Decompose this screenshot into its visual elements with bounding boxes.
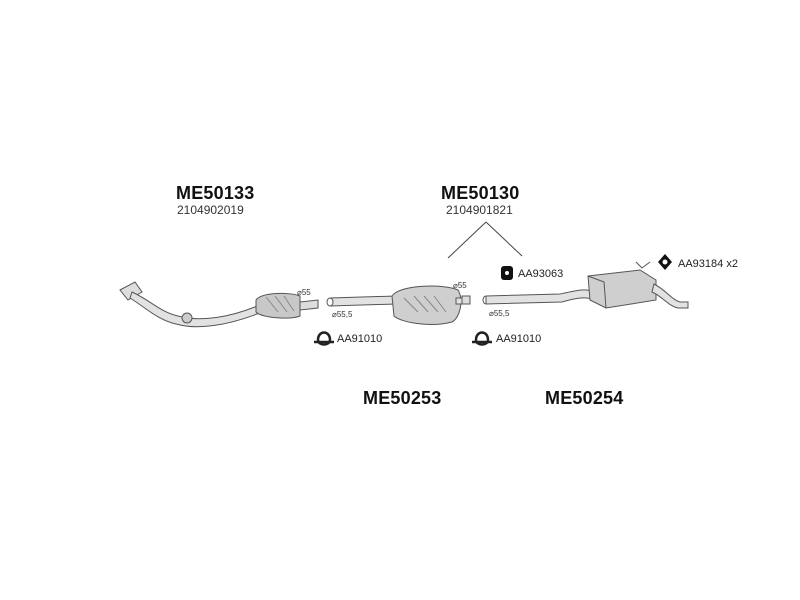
center-inlet-end — [326, 297, 334, 307]
rear-hanger-bracket — [635, 261, 651, 269]
front-pipe — [129, 291, 263, 328]
center-inlet-pipe — [329, 295, 397, 307]
front-flange — [119, 281, 143, 301]
clamp-icon-2 — [472, 331, 492, 346]
mount-rubber-icon — [501, 266, 513, 280]
rear-silencer-face — [587, 275, 607, 309]
oem-number-front: 2104902019 — [177, 203, 244, 217]
rear-silencer-section[interactable] — [482, 261, 689, 309]
diameter-label-mid-in: ⌀55 — [297, 288, 311, 297]
accessory-label-hanger[interactable]: AA93184 x2 — [678, 258, 738, 270]
part-code-middle[interactable]: ME50253 — [363, 388, 442, 408]
diameter-label-rear-in: ⌀55,5 — [489, 309, 510, 318]
rear-silencer-body — [587, 269, 657, 309]
rear-inlet-pipe — [485, 289, 595, 305]
part-code-center[interactable]: ME50130 — [441, 183, 520, 203]
center-leader-lines — [447, 221, 523, 259]
front-outlet — [299, 299, 319, 311]
diameter-label-mid-in-2: ⌀55,5 — [332, 310, 353, 319]
rear-tailpipe — [651, 283, 689, 309]
front-pipe-bracket — [181, 312, 193, 324]
center-silencer-section[interactable] — [326, 285, 471, 325]
catalyst-ribs — [265, 295, 295, 313]
accessory-label-clamp-1[interactable]: AA91010 — [337, 333, 383, 345]
catalyst-body — [255, 292, 301, 319]
accessory-label-mount-rubber[interactable]: AA93063 — [518, 268, 564, 280]
center-silencer-body — [391, 285, 462, 325]
accessory-label-clamp-2[interactable]: AA91010 — [496, 333, 542, 345]
part-code-rear[interactable]: ME50254 — [545, 388, 624, 408]
oem-number-center: 2104901821 — [446, 203, 513, 217]
hanger-icon — [658, 254, 672, 270]
center-outlet-hanger — [461, 295, 471, 305]
part-code-front[interactable]: ME50133 — [176, 183, 255, 203]
front-pipe-catalyst[interactable] — [119, 281, 319, 328]
diameter-label-mid-out: ⌀55 — [453, 281, 467, 290]
clamp-icon-1 — [314, 331, 334, 346]
center-silencer-ribs — [403, 295, 447, 313]
